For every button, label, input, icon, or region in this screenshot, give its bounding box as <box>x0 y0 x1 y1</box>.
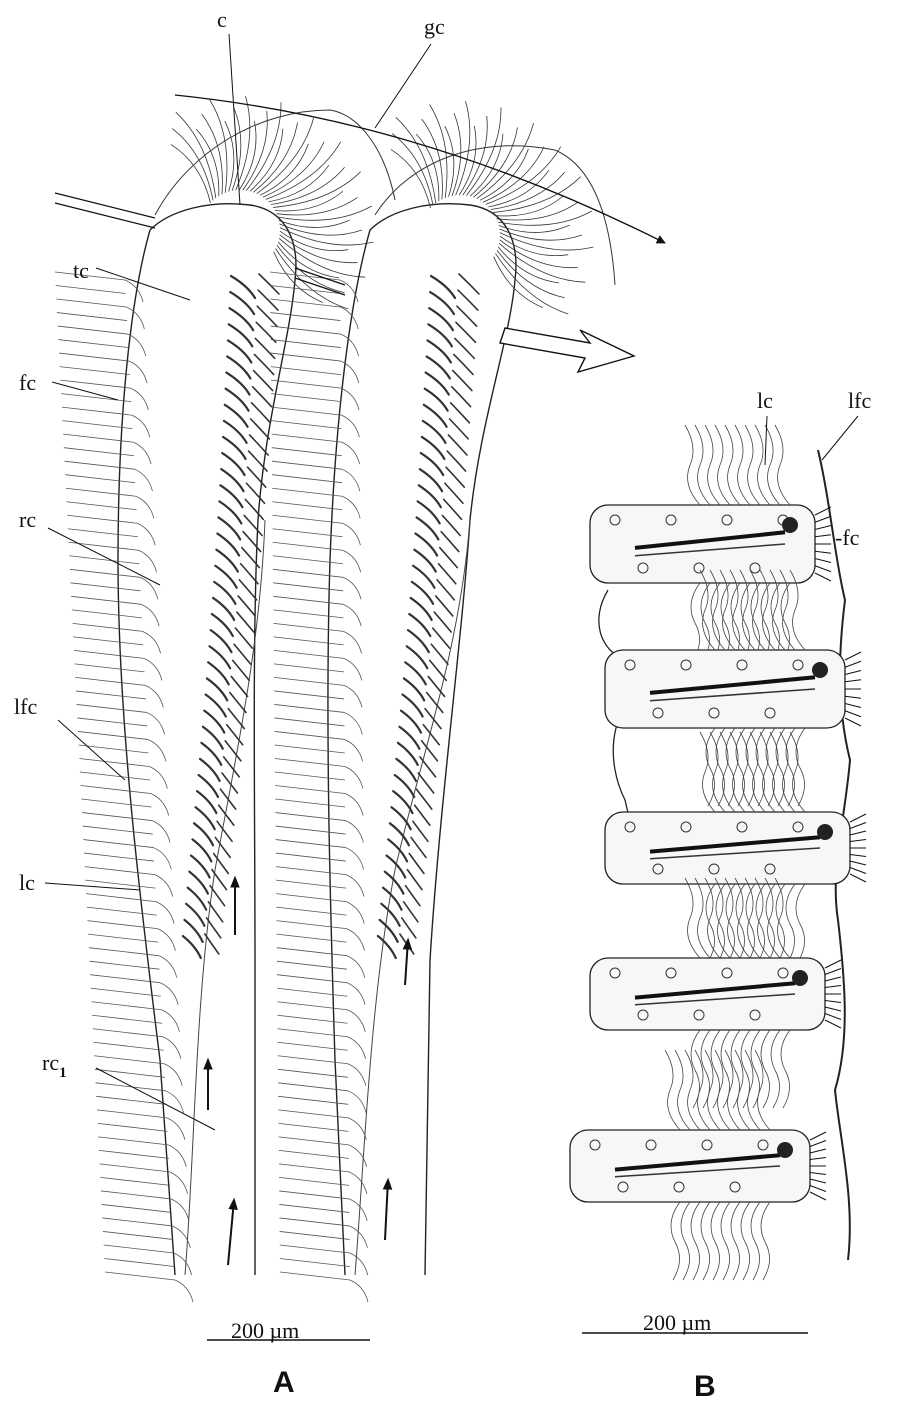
label-lc: lc <box>19 870 35 895</box>
label-b-lc: lc <box>757 388 773 413</box>
water-current-arrows <box>55 95 665 372</box>
label-gc: gc <box>424 14 445 39</box>
filament-cross-section <box>605 570 861 806</box>
label-b-lfc: lfc <box>848 388 871 413</box>
panel-label-a: A <box>273 1366 295 1399</box>
filament-cross-section <box>570 1050 826 1280</box>
panel-b-illustration <box>570 425 866 1280</box>
label-tc: tc <box>73 258 89 283</box>
filament-cross-section <box>590 425 831 661</box>
scale-label-b: 200 µm <box>643 1310 711 1335</box>
scale-bar-b: 200 µm B <box>582 1310 808 1403</box>
outflow-open-arrow <box>500 328 634 372</box>
filament-cross-section <box>605 732 866 962</box>
label-rc1: rc1 <box>42 1050 67 1081</box>
label-fc: fc <box>19 370 36 395</box>
label-b-fc: -fc <box>835 525 860 550</box>
label-rc: rc <box>19 507 36 532</box>
filament-cross-section <box>590 878 841 1108</box>
label-c: c <box>217 7 227 32</box>
scale-bar-a: 200 µm A <box>207 1318 370 1399</box>
label-lfc: lfc <box>14 694 37 719</box>
panel-label-b: B <box>694 1370 716 1403</box>
panel-a-illustration <box>55 95 665 1302</box>
gill-filament-right <box>270 101 615 1302</box>
